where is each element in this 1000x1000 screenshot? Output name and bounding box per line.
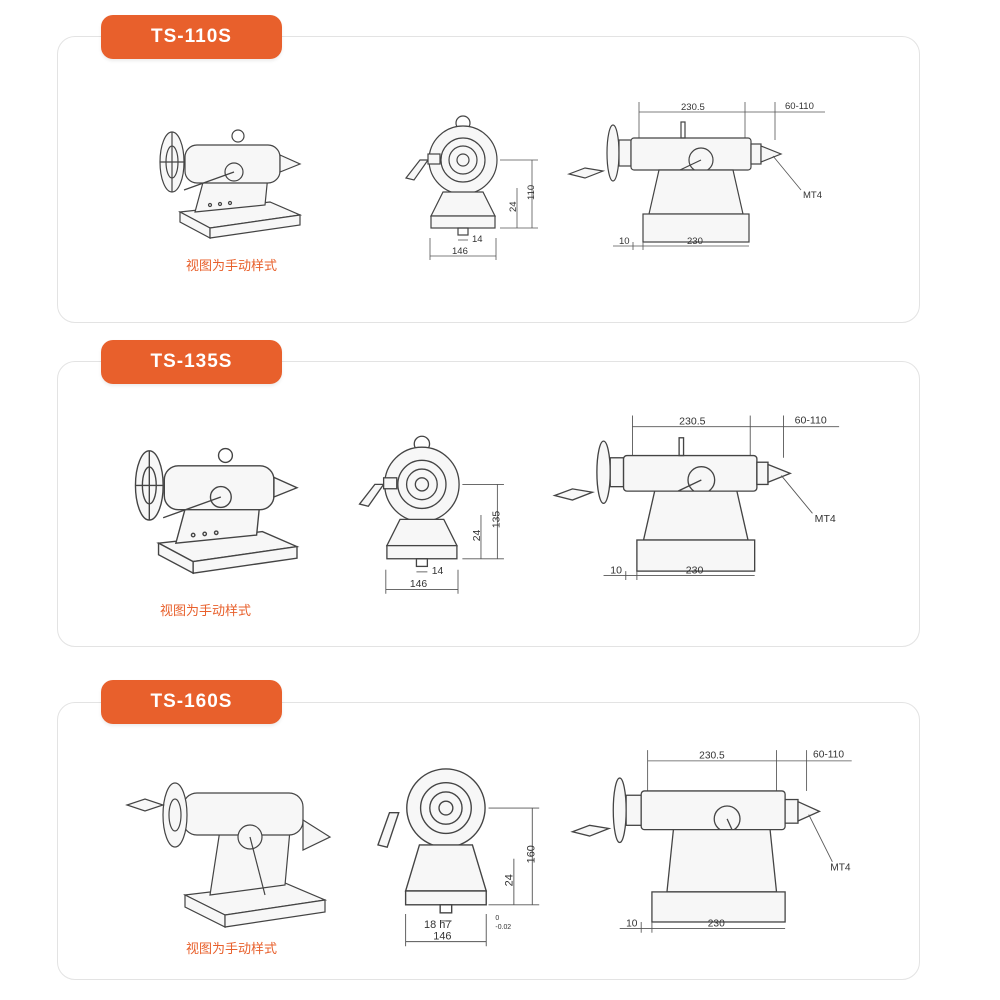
dim-height: 135 [492,511,503,529]
dim-taper: MT4 [830,862,851,873]
tailstock-side-view-3: 230.5 60-110 MT4 10 230 [570,750,852,933]
dim-width: 146 [452,246,468,257]
model-badge-ts-110s: TS-110S [101,15,282,59]
caption-manual-style: 视图为手动样式 [160,603,252,618]
dim-offset: 10 [619,236,630,247]
dim-slot: 24 [472,529,483,541]
dim-base: 230 [686,564,704,576]
dim-slot: 24 [504,874,516,886]
dim-offset: 10 [626,918,638,929]
tailstock-front-view-1: 146 14 24 110 [404,115,538,260]
dim-travel: 60-110 [795,414,827,426]
dim-taper: MT4 [815,513,836,525]
tailstock-iso-view-2 [134,447,300,575]
tailstock-iso-view-3 [125,782,332,928]
tailstock-side-view-1: 230.5 60-110 MT4 10 230 [566,101,825,250]
dim-key: 14 [472,234,483,245]
tailstock-side-view-2: 230.5 60-110 MT4 10 230 [552,414,840,580]
model-badge-ts-160s: TS-160S [101,680,282,724]
dim-base: 230 [687,236,703,247]
dim-tol-lower: -0.02 [495,924,511,931]
dim-slot: 24 [508,201,519,212]
tailstock-iso-view-1 [159,129,303,239]
dim-key: 14 [432,566,444,577]
dim-travel: 60-110 [785,101,814,112]
dim-offset: 10 [610,564,622,576]
caption-manual-style: 视图为手动样式 [186,258,278,273]
model-badge-ts-135s: TS-135S [101,340,282,384]
dim-travel: 60-110 [813,750,844,761]
dim-width: 146 [433,930,451,942]
dim-length: 230.5 [681,102,705,113]
dim-height: 160 [526,845,538,863]
dim-height: 110 [526,185,537,200]
tailstock-front-view-2: 146 14 24 135 [358,435,504,594]
dim-length: 230.5 [699,751,725,762]
tailstock-front-view-3: 146 18 h7 0 -0.02 24 160 [377,768,540,947]
dim-base: 230 [708,918,725,929]
caption-manual-style: 视图为手动样式 [186,941,278,956]
dim-key: 18 h7 [424,919,451,931]
dim-width: 146 [410,579,428,590]
section-card-ts-160s [57,702,920,980]
dim-length: 230.5 [679,415,706,427]
dim-taper: MT4 [803,190,822,201]
dim-tol-upper: 0 [495,915,499,922]
